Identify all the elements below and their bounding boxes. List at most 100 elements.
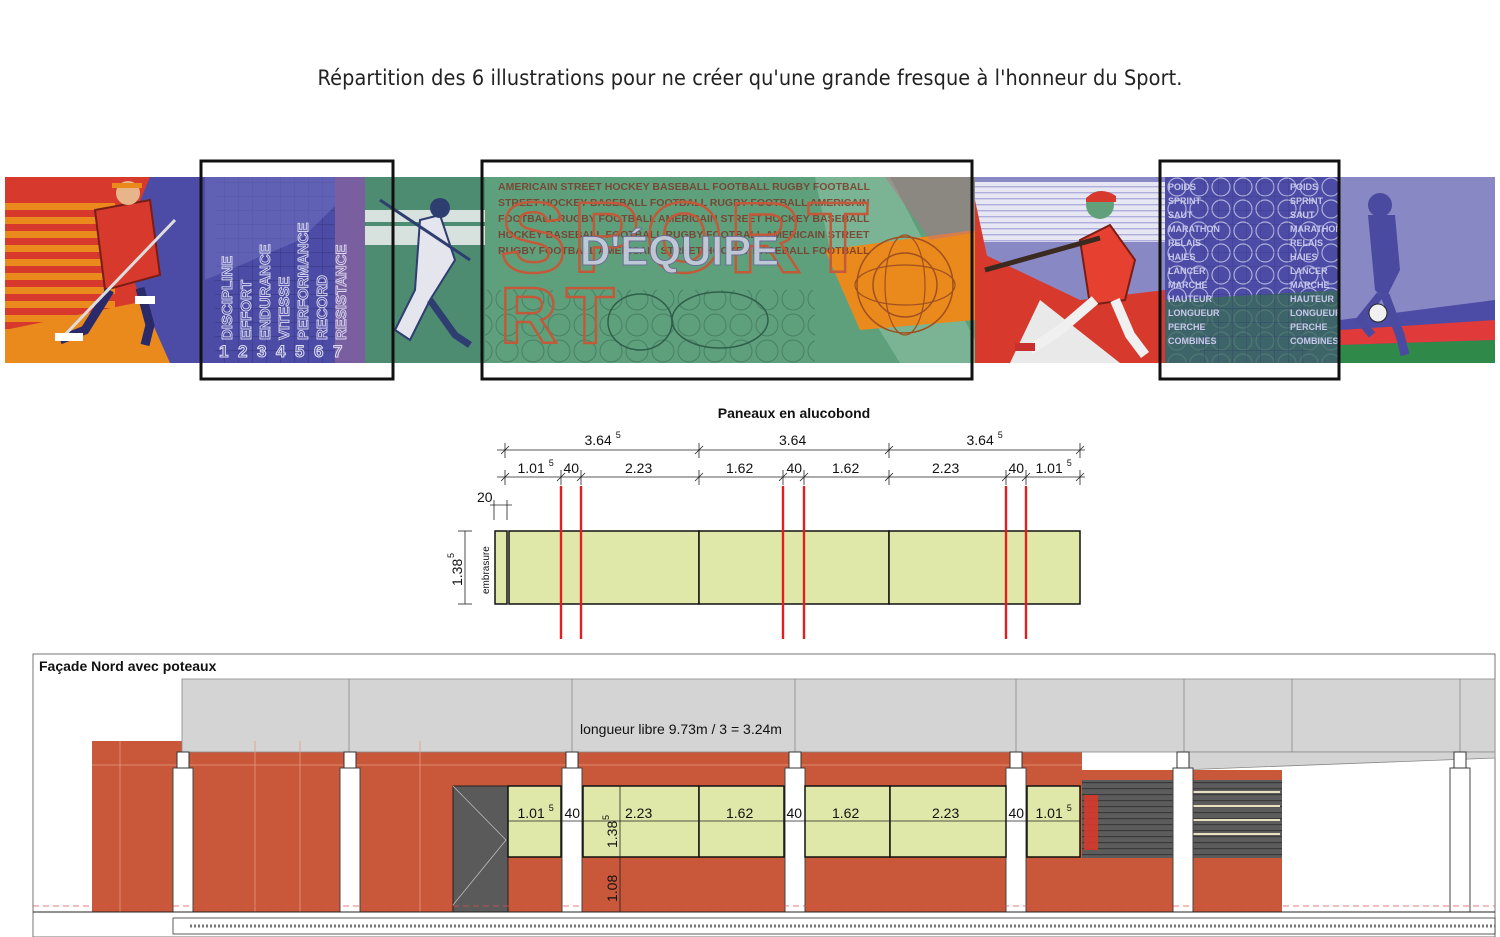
illustration-discipline: [205, 177, 370, 363]
sports-line: FOOTBALL RUGBY FOOTBALL AMERICAIN STREET…: [498, 213, 870, 225]
sub-dim: 40: [564, 460, 580, 476]
facade-dim: 2.23: [625, 805, 652, 821]
facade-title: Façade Nord avec poteaux: [39, 658, 217, 674]
athletics-word: MARCHE: [1290, 280, 1330, 290]
svg-text:2.23: 2.23: [625, 460, 652, 476]
athletics-word: HAIES: [1168, 252, 1196, 262]
athletics-word: PERCHE: [1168, 322, 1206, 332]
svg-text:2.23: 2.23: [932, 460, 959, 476]
illustration-batter-green: [365, 177, 485, 363]
panel-2: [698, 530, 890, 605]
sports-line: RUGBY FOOTBALL AMERICAIN STREET HOCKEY B…: [498, 245, 870, 257]
svg-text:40: 40: [787, 460, 803, 476]
gap-dim: 20: [477, 489, 493, 505]
athletics-word: POIDS: [1168, 182, 1196, 192]
mural-word: VITESSE: [276, 277, 293, 340]
svg-text:3.64: 3.64: [967, 432, 994, 448]
svg-text:5: 5: [1067, 458, 1072, 468]
illustration-sport-equipe: [485, 177, 990, 363]
fresque-band: DISCIPLINE1EFFORT2ENDURANCE3VITESSE4PERF…: [5, 177, 1495, 363]
facade-dim: 40: [787, 805, 803, 821]
facade-height-dim: 1.38 5: [601, 815, 620, 848]
svg-text:1.62: 1.62: [832, 460, 859, 476]
sub-dim: 1.01 5: [1036, 458, 1072, 476]
athletics-word: RELAIS: [1290, 238, 1323, 248]
athletics-word: SPRINT: [1168, 196, 1202, 206]
svg-text:40: 40: [564, 460, 580, 476]
svg-text:1.01: 1.01: [1036, 805, 1063, 821]
athletics-word: RELAIS: [1168, 238, 1201, 248]
mural-word: PERFORMANCE: [295, 222, 312, 340]
svg-text:5: 5: [549, 803, 554, 813]
sub-dim: 1.62: [832, 460, 859, 476]
sub-dim: 40: [1009, 460, 1025, 476]
discipline-words: DISCIPLINE1EFFORT2ENDURANCE3VITESSE4PERF…: [219, 222, 351, 361]
svg-text:40: 40: [1009, 805, 1025, 821]
svg-text:1.62: 1.62: [726, 805, 753, 821]
panel-3: [888, 530, 1081, 605]
sub-dim: 2.23: [625, 460, 652, 476]
mural-number: 7: [333, 342, 342, 361]
illustration-footballer: [1340, 177, 1495, 363]
mural-word: EFFORT: [238, 280, 255, 340]
center-word-bottom: RT: [500, 271, 623, 360]
svg-text:40: 40: [1009, 460, 1025, 476]
svg-text:5: 5: [601, 815, 611, 820]
facade-roof: [181, 678, 1496, 753]
facade-dim: 40: [1009, 805, 1025, 821]
mural-number: 2: [238, 342, 247, 361]
athletics-word: MARCHE: [1168, 280, 1208, 290]
page-caption: Répartition des 6 illustrations pour ne …: [317, 66, 1183, 90]
mural-word: ENDURANCE: [257, 244, 274, 340]
base-dim: 1.08: [604, 875, 620, 902]
athletics-word: HAIES: [1290, 252, 1318, 262]
svg-text:3.64: 3.64: [779, 432, 806, 448]
svg-text:1.38: 1.38: [449, 559, 465, 586]
center-big-text: SPORT: [500, 182, 874, 294]
frame-panel-2: [480, 159, 974, 381]
facade-dim: 1.62: [726, 805, 753, 821]
athletics-word: SAUT: [1290, 210, 1315, 220]
red-posts: [559, 486, 1028, 639]
athletics-word: MARATHON: [1168, 224, 1220, 234]
athletics-word: PERCHE: [1290, 322, 1328, 332]
athletics-word: LANCER: [1168, 266, 1206, 276]
span-note: longueur libre 9.73m / 3 = 3.24m: [580, 721, 782, 737]
athletics-word: COMBINES: [1290, 336, 1339, 346]
embrasure-panel: [494, 530, 508, 605]
svg-text:5: 5: [549, 458, 554, 468]
sports-text-lines: AMERICAIN STREET HOCKEY BASEBALL FOOTBAL…: [498, 181, 871, 257]
sports-line: AMERICAIN STREET HOCKEY BASEBALL FOOTBAL…: [498, 181, 871, 193]
athletics-word: LONGUEUR: [1168, 308, 1220, 318]
svg-text:1.01: 1.01: [518, 805, 545, 821]
panels-title: Paneaux en alucobond: [718, 405, 870, 421]
center-word: D'ÉQUIPE: [580, 227, 779, 274]
athletics-word: HAUTEUR: [1290, 294, 1334, 304]
mural-word: RESISTANCE: [333, 244, 350, 340]
facade-dim: 1.01 5: [518, 803, 554, 821]
athletics-word: MARATHON: [1290, 224, 1342, 234]
illustration-batter-red: [975, 177, 1165, 363]
svg-text:1.62: 1.62: [832, 805, 859, 821]
mural-number: 4: [276, 342, 286, 361]
svg-text:1.01: 1.01: [1036, 460, 1063, 476]
facade-panels: [507, 785, 1081, 858]
svg-text:2.23: 2.23: [932, 805, 959, 821]
sub-dim: 2.23: [932, 460, 959, 476]
svg-text:40: 40: [565, 805, 581, 821]
facade-dim: 2.23: [932, 805, 959, 821]
panel-1: [508, 530, 700, 605]
facade-dim: 1.62: [832, 805, 859, 821]
mural-word: RECORD: [314, 275, 331, 340]
athletics-word: SPRINT: [1290, 196, 1324, 206]
svg-text:5: 5: [616, 430, 621, 440]
facade-dimensions: 1.01 5 40 2.23 1.62 40 1.62 2.23 40 1.01 5: [518, 803, 1072, 821]
athletics-word: POIDS: [1290, 182, 1318, 192]
